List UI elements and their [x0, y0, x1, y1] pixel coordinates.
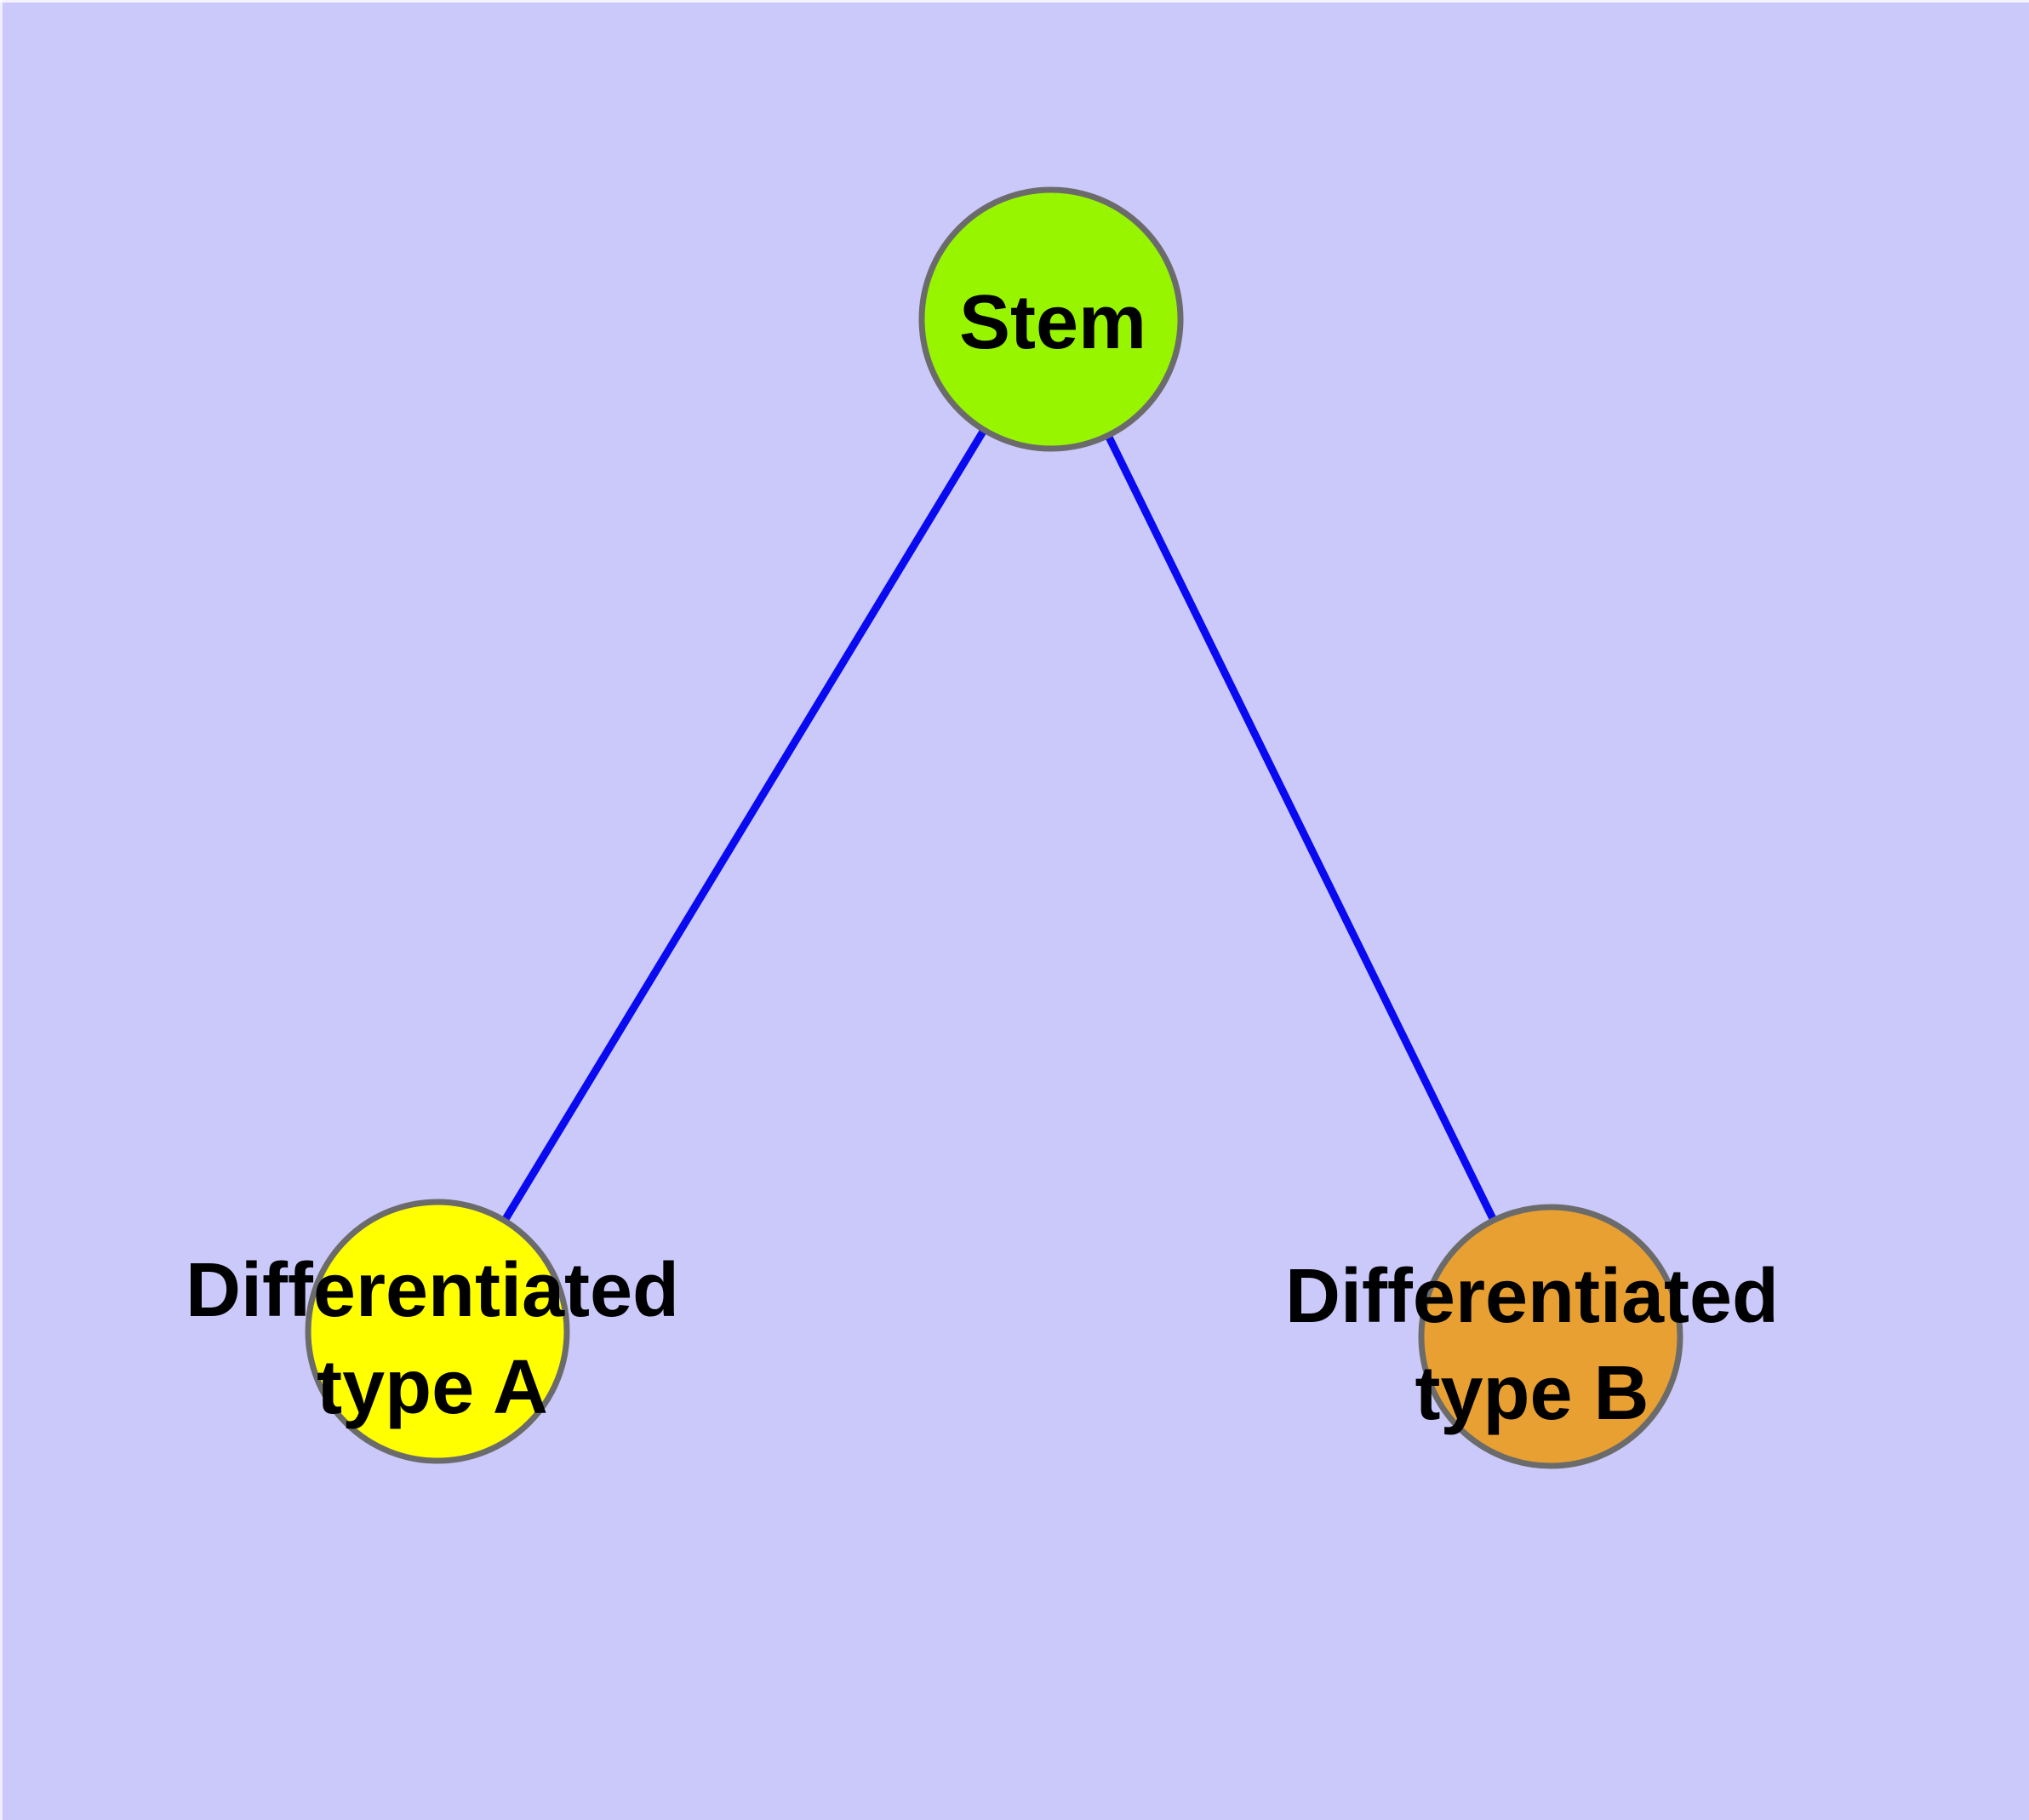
node-type-a-label-line2: type A [317, 1345, 548, 1430]
node-type-b-label-line1: Differentiated [1285, 1254, 1779, 1339]
node-type-a-label-line1: Differentiated [186, 1248, 679, 1333]
edge-stem-to-type-a [433, 315, 1055, 1336]
node-type-a-circle [305, 1199, 570, 1464]
node-type-b-label-line2: type B [1415, 1351, 1649, 1436]
node-type-b-circle [1418, 1204, 1683, 1469]
node-stem-circle [918, 186, 1184, 452]
node-stem-label: Stem [959, 280, 1146, 365]
edge-stem-to-type-b [1047, 315, 1555, 1341]
